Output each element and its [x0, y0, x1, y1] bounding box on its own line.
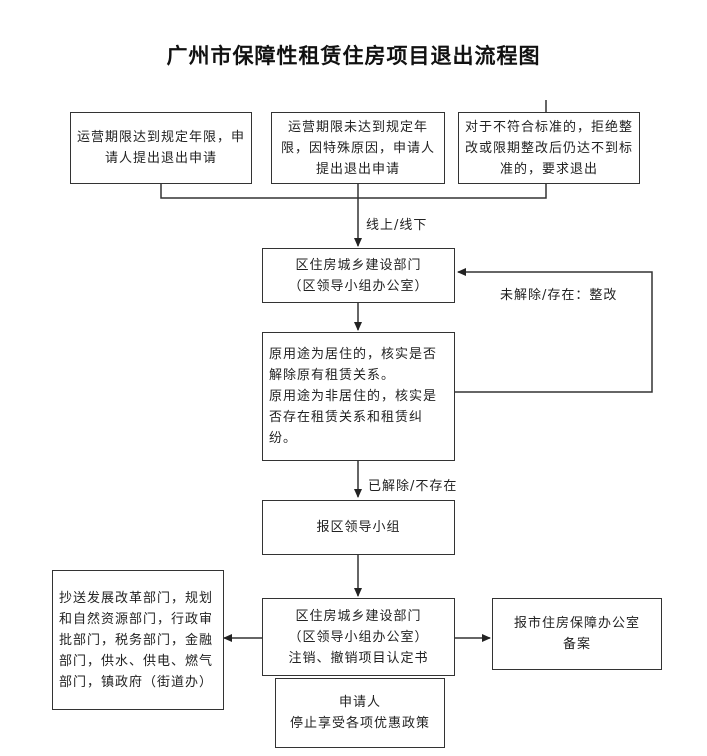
city-record-box: 报市住房保障办公室 备案	[492, 598, 662, 670]
cancel-certificate-text: 区住房城乡建设部门 （区领导小组办公室） 注销、撤销项目认定书	[288, 608, 429, 666]
verify-box: 原用途为居住的，核实是否解除原有租赁关系。 原用途为非居住的，核实是否存在租赁关…	[262, 332, 455, 461]
apply-box-noncompliant: 对于不符合标准的，拒绝整改或限期整改后仍达不到标准的，要求退出	[458, 112, 640, 184]
apply-box-expired: 运营期限达到规定年限，申请人提出退出申请	[70, 112, 252, 184]
apply-box-special: 运营期限未达到规定年限，因特殊原因，申请人提出退出申请	[271, 112, 445, 184]
page-title: 广州市保障性租赁住房项目退出流程图	[166, 44, 541, 68]
apply-box-noncompliant-text: 对于不符合标准的，拒绝整改或限期整改后仍达不到标准的，要求退出	[465, 119, 634, 177]
applicant-stop-box: 申请人 停止享受各项优惠政策	[275, 678, 445, 748]
applicant-stop-text: 申请人 停止享受各项优惠政策	[289, 695, 430, 731]
feedback-loop-line	[455, 268, 653, 393]
verify-text: 原用途为居住的，核实是否解除原有租赁关系。 原用途为非居住的，核实是否存在租赁关…	[269, 347, 438, 446]
cancel-certificate-box: 区住房城乡建设部门 （区领导小组办公室） 注销、撤销项目认定书	[262, 598, 455, 676]
notify-departments-text: 抄送发展改革部门，规划和自然资源部门，行政审批部门，税务部门，金融部门，供水、供…	[59, 590, 214, 690]
connector-top-join	[160, 183, 547, 199]
report-group-box: 报区领导小组	[262, 500, 455, 555]
district-housing-text: 区住房城乡建设部门 （区领导小组办公室）	[288, 257, 429, 294]
apply-box-special-text: 运营期限未达到规定年限，因特殊原因，申请人提出退出申请	[280, 119, 435, 177]
label-online-offline: 线上/线下	[366, 218, 428, 233]
apply-box-expired-text: 运营期限达到规定年限，申请人提出退出申请	[77, 130, 246, 166]
report-group-text: 报区领导小组	[316, 520, 401, 535]
city-record-text: 报市住房保障办公室 备案	[513, 616, 640, 652]
notify-departments-box: 抄送发展改革部门，规划和自然资源部门，行政审批部门，税务部门，金融部门，供水、供…	[52, 570, 224, 710]
label-resolved: 已解除/不存在	[368, 479, 458, 494]
district-housing-box: 区住房城乡建设部门 （区领导小组办公室）	[262, 248, 455, 303]
label-not-resolved: 未解除/存在：整改	[500, 288, 618, 303]
